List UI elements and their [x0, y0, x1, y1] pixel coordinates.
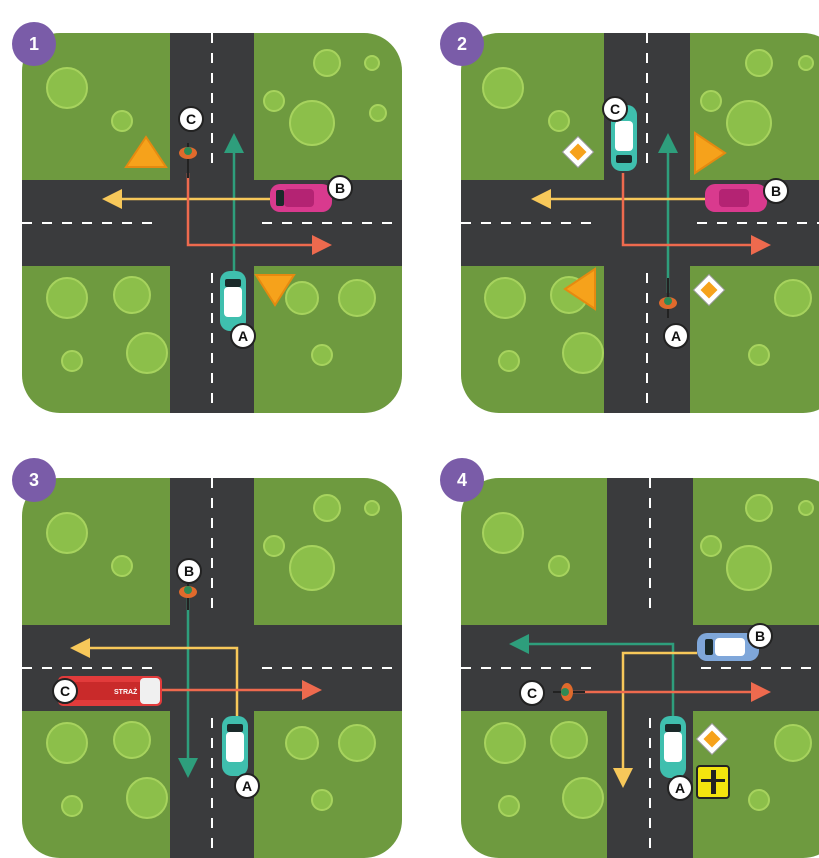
- car-b: [705, 184, 767, 212]
- label-a: A: [234, 773, 260, 799]
- panel-3: STRAŻ B C A: [22, 478, 402, 858]
- car-b: [270, 184, 332, 212]
- label-b: B: [176, 558, 202, 584]
- intersection-scene: [22, 33, 402, 413]
- label-c: C: [519, 680, 545, 706]
- label-b: B: [747, 623, 773, 649]
- label-c: C: [52, 678, 78, 704]
- intersection-scene: [461, 478, 819, 858]
- label-a: A: [667, 775, 693, 801]
- intersection-scene: STRAŻ: [22, 478, 402, 858]
- car-a: [220, 271, 246, 331]
- car-a: [222, 716, 248, 776]
- intersection-scene: [461, 33, 819, 413]
- truck-text: STRAŻ: [114, 688, 138, 696]
- label-a: A: [663, 323, 689, 349]
- label-a: A: [230, 323, 256, 349]
- panel-4: B C A: [461, 478, 819, 858]
- panel-1: C B A: [22, 33, 402, 413]
- panel-2: C B A: [461, 33, 819, 413]
- label-b: B: [327, 175, 353, 201]
- panel-number-badge: 4: [440, 458, 484, 502]
- label-c: C: [602, 96, 628, 122]
- intersection-shape-sign-icon: [697, 766, 729, 798]
- label-b: B: [763, 178, 789, 204]
- panel-number-badge: 1: [12, 22, 56, 66]
- panel-number-badge: 3: [12, 458, 56, 502]
- panel-number-badge: 2: [440, 22, 484, 66]
- label-c: C: [178, 106, 204, 132]
- car-a: [660, 716, 686, 778]
